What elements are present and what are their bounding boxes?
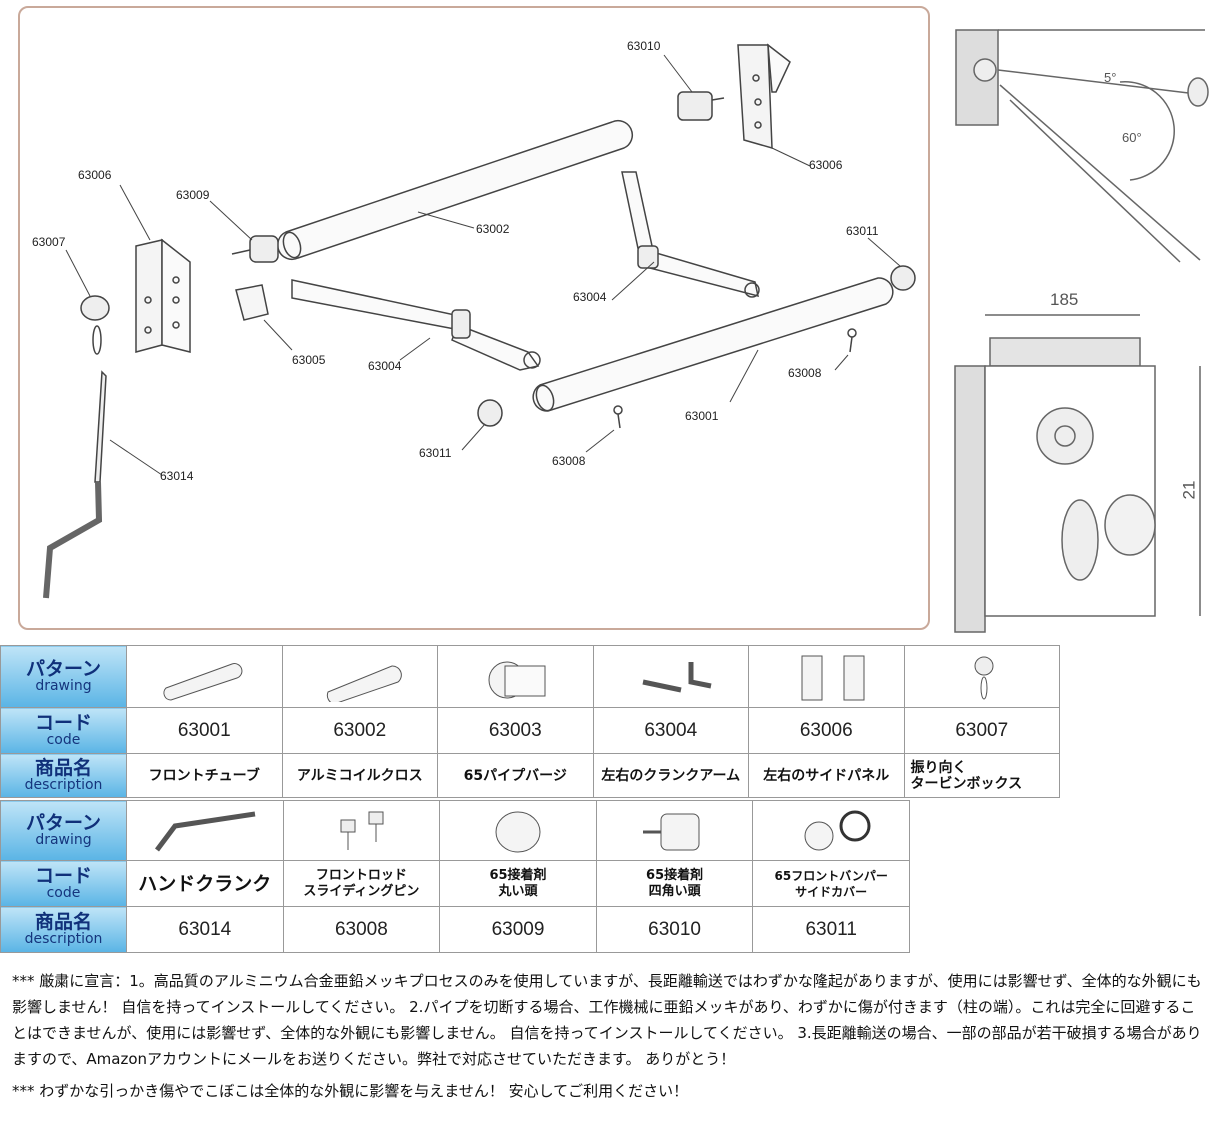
part-label: 63008 — [552, 454, 586, 468]
gearbox-63007-drawing — [80, 295, 110, 355]
square-head-icon — [642, 813, 700, 850]
drawing-cell — [903, 645, 1060, 708]
bracket-63005-drawing — [235, 284, 269, 321]
description-cell: 振り向く タービンボックス — [903, 753, 1060, 798]
code-cell: 63004 — [592, 707, 749, 754]
disclaimer-note-2: *** わずかな引っかき傷やでこぼこは全体的な外観に影響を与えません！ 安心して… — [12, 1082, 689, 1100]
bracket-63006-right-drawing — [737, 43, 791, 150]
coil-tube-icon — [326, 664, 402, 702]
part-label: 63010 — [627, 39, 661, 53]
pins-63008-left-drawing — [613, 405, 623, 429]
description-cell: アルミコイルクロス — [281, 753, 438, 798]
bumper-cover-icon — [804, 810, 871, 850]
arm-63004-left-drawing — [291, 279, 541, 371]
drawing-cell — [592, 645, 749, 708]
part-label: 63014 — [160, 469, 194, 483]
tube-63002-drawing — [276, 119, 634, 261]
drawing-cell — [281, 645, 438, 708]
description-cell: 65パイプバージ — [437, 753, 594, 798]
cap-63009-drawing — [231, 235, 279, 263]
code-cell: 63001 — [126, 707, 283, 754]
part-label: 63002 — [476, 222, 510, 236]
drawing-cell — [437, 645, 594, 708]
arm-63004-right-drawing — [621, 171, 760, 298]
awning-parts-diagram — [43, 29, 1209, 633]
crank-arm-icon — [642, 661, 712, 692]
part-label: 63008 — [788, 366, 822, 380]
code-cell: 63002 — [281, 707, 438, 754]
name-cell: ハンドクランク — [126, 860, 284, 907]
name-cell: 65接着剤 丸い頭 — [439, 860, 597, 907]
tube-63001-drawing — [532, 277, 894, 412]
disclaimer-notes: *** 厳粛に宣言：1。高品質のアルミニウム合金亜鉛メッキプロセスのみを使用して… — [12, 968, 1204, 1104]
part-label: 63006 — [78, 168, 112, 182]
part-label: 63001 — [685, 409, 719, 423]
drawing-cell — [439, 800, 597, 861]
description-cell: フロントチューブ — [126, 753, 283, 798]
drawing-cell — [752, 800, 910, 861]
code-cell: 63006 — [748, 707, 905, 754]
disclaimer-note-1: *** 厳粛に宣言：1。高品質のアルミニウム合金亜鉛メッキプロセスのみを使用して… — [12, 972, 1202, 1068]
code-cell: 63010 — [595, 906, 754, 953]
description-cell: 左右のクランクアーム — [592, 753, 749, 798]
cap-63010-drawing — [677, 91, 725, 121]
side-panel-icon — [801, 655, 865, 700]
part-label: 63011 — [419, 446, 452, 460]
code-cell: 63008 — [282, 906, 441, 953]
name-cell: 65フロントバンパー サイドカバー — [752, 860, 910, 907]
height-dimension-label: 21 — [1179, 480, 1199, 500]
description-cell: 左右のサイドパネル — [748, 753, 905, 798]
front-tube-icon — [163, 662, 243, 701]
drawing-cell — [282, 800, 441, 861]
part-label: 63009 — [176, 188, 210, 202]
part-label: 63011 — [846, 224, 879, 238]
part-label: 63004 — [573, 290, 607, 304]
front-view-detail — [954, 314, 1201, 633]
drawing-cell — [595, 800, 754, 861]
part-label: 63006 — [809, 158, 843, 172]
crank-63014-drawing — [43, 370, 107, 599]
sliding-pin-icon — [340, 811, 384, 850]
pins-63008-right-drawing — [847, 328, 857, 353]
code-cell: 63014 — [126, 906, 284, 953]
code-cell: 63003 — [437, 707, 594, 754]
pipe-cap-icon — [488, 661, 546, 698]
cap-63011-left-drawing — [477, 399, 503, 427]
cap-63011-right-drawing — [890, 265, 916, 291]
bracket-63006-left-drawing — [135, 238, 191, 353]
code-cell: 63009 — [439, 906, 597, 953]
width-dimension-label: 185 — [1050, 290, 1079, 309]
round-head-icon — [495, 811, 541, 852]
hand-crank-icon — [154, 811, 256, 851]
angle-arm-label: 60° — [1122, 130, 1142, 145]
code-cell: 63007 — [903, 707, 1060, 754]
part-label: 63007 — [32, 235, 66, 249]
drawing-cell — [126, 645, 283, 708]
drawing-cell — [126, 800, 284, 861]
part-label: 63005 — [292, 353, 326, 367]
code-cell: 63011 — [752, 906, 910, 953]
name-cell: 65接着剤 四角い頭 — [595, 860, 754, 907]
part-label: 63004 — [368, 359, 402, 373]
turbine-box-icon — [974, 656, 994, 699]
drawing-cell — [748, 645, 905, 708]
name-cell: フロントロッド スライディングピン — [282, 860, 441, 907]
side-view-detail — [955, 29, 1209, 263]
angle-top-label: 5° — [1104, 70, 1117, 85]
